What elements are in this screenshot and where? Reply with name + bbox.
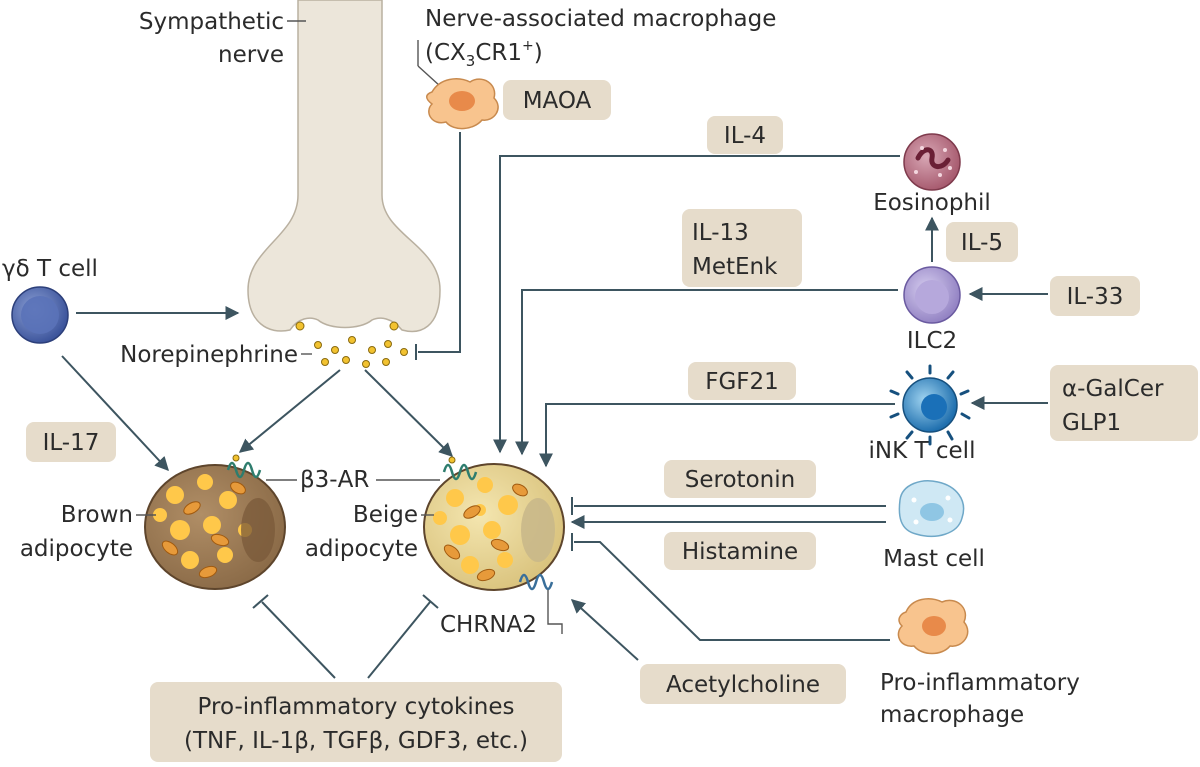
svg-text:Pro-inflammatory cytokines: Pro-inflammatory cytokines: [198, 694, 515, 720]
gd-tcell: [11, 286, 69, 344]
nerve-associated-macrophage-cell: [426, 78, 499, 130]
gd-tcell-label: γδ T cell: [2, 256, 98, 282]
sympathetic-nerve-label-line1: Sympathetic: [139, 9, 284, 35]
agalcer-glp1-tag: α-GalCer GLP1: [1050, 365, 1198, 441]
sympathetic-nerve-label-line2: nerve: [218, 42, 284, 68]
proinflammatory-macrophage-cell: [897, 598, 969, 655]
gd-to-brown-arrow: [61, 355, 169, 472]
brown-adipocyte-label-line1: Brown: [61, 502, 133, 528]
svg-text:Histamine: Histamine: [682, 539, 798, 565]
histamine-tag: Histamine: [664, 532, 816, 570]
il5-tag: IL-5: [946, 222, 1018, 262]
il13-metenk-arrow: [515, 289, 898, 456]
svg-text:GLP1: GLP1: [1062, 410, 1121, 436]
proinflammatory-macrophage-label-line1: Pro-inflammatory: [880, 670, 1080, 696]
beige-adipocyte-label-line2: adipocyte: [305, 536, 418, 562]
norepinephrine-vesicles: [295, 321, 408, 368]
cytokines-to-beige-line: [367, 601, 431, 679]
il17-tag: IL-17: [26, 422, 116, 462]
sympathetic-nerve: [247, 0, 441, 333]
fgf21-tag: FGF21: [688, 362, 796, 400]
b3ar-receptor-brown: [226, 454, 262, 479]
nam-label-line1: Nerve-associated macrophage: [425, 6, 776, 32]
il13-metenk-tag: IL-13 MetEnk: [682, 209, 802, 287]
chrna2-leader: [547, 590, 563, 634]
ne-to-beige-arrow: [364, 369, 453, 457]
svg-text:MetEnk: MetEnk: [692, 254, 778, 280]
b3ar-receptor-beige: [442, 456, 478, 481]
acetylcholine-arrow: [570, 599, 639, 661]
fgf21-arrow: [539, 403, 895, 468]
il33-tag: IL-33: [1050, 276, 1140, 316]
b3ar-label: β3-AR: [300, 467, 369, 493]
brown-adipocyte: [144, 464, 286, 590]
svg-text:IL-33: IL-33: [1067, 284, 1124, 310]
svg-text:FGF21: FGF21: [705, 369, 779, 395]
serotonin-tag: Serotonin: [664, 460, 816, 498]
il4-arrow: [493, 155, 900, 454]
svg-text:Acetylcholine: Acetylcholine: [666, 672, 820, 698]
beige-adipocyte-label-line1: Beige: [353, 502, 418, 528]
proinflammatory-cytokines-tag: Pro-inflammatory cytokines (TNF, IL-1β, …: [150, 682, 562, 762]
maoa-tag: MAOA: [503, 80, 611, 120]
inkt-label: iNK T cell: [869, 438, 976, 464]
chrna2-receptor: [518, 573, 554, 591]
ne-to-brown-arrow: [238, 369, 341, 453]
eosinophil-label: Eosinophil: [873, 190, 991, 216]
beige-adipocyte: [423, 463, 565, 591]
svg-text:MAOA: MAOA: [523, 88, 592, 114]
eosinophil-cell: [903, 133, 961, 191]
svg-text:IL-4: IL-4: [724, 123, 766, 149]
il4-tag: IL-4: [707, 116, 783, 154]
ilc2-cell: [903, 266, 961, 324]
proinflammatory-macrophage-label-line2: macrophage: [880, 702, 1024, 728]
cytokines-to-beige-bar: [422, 594, 439, 609]
cytokines-to-brown-line: [261, 601, 336, 679]
svg-text:(TNF, IL-1β, TGFβ, GDF3, etc.): (TNF, IL-1β, TGFβ, GDF3, etc.): [184, 728, 528, 754]
svg-text:α-GalCer: α-GalCer: [1062, 376, 1164, 402]
svg-text:IL-17: IL-17: [43, 430, 100, 456]
maoa-inhibition-line: [418, 132, 461, 353]
inkt-cell: [889, 364, 971, 446]
macrophage-inhibition-line: [574, 541, 890, 641]
cytokines-to-brown-bar: [252, 594, 269, 609]
norepinephrine-label: Norepinephrine: [120, 342, 298, 368]
brown-adipocyte-label-line2: adipocyte: [20, 536, 133, 562]
svg-text:IL-5: IL-5: [961, 230, 1003, 256]
svg-text:Serotonin: Serotonin: [685, 467, 795, 493]
nam-leader-2: [417, 65, 441, 87]
mast-cell-label: Mast cell: [883, 546, 985, 572]
chrna2-label: CHRNA2: [440, 612, 537, 638]
svg-text:IL-13: IL-13: [692, 220, 749, 246]
ilc2-label: ILC2: [907, 328, 957, 354]
acetylcholine-tag: Acetylcholine: [640, 664, 846, 704]
nam-label-line2: (CX3CR1+): [425, 38, 543, 70]
mast-cell: [898, 480, 965, 538]
